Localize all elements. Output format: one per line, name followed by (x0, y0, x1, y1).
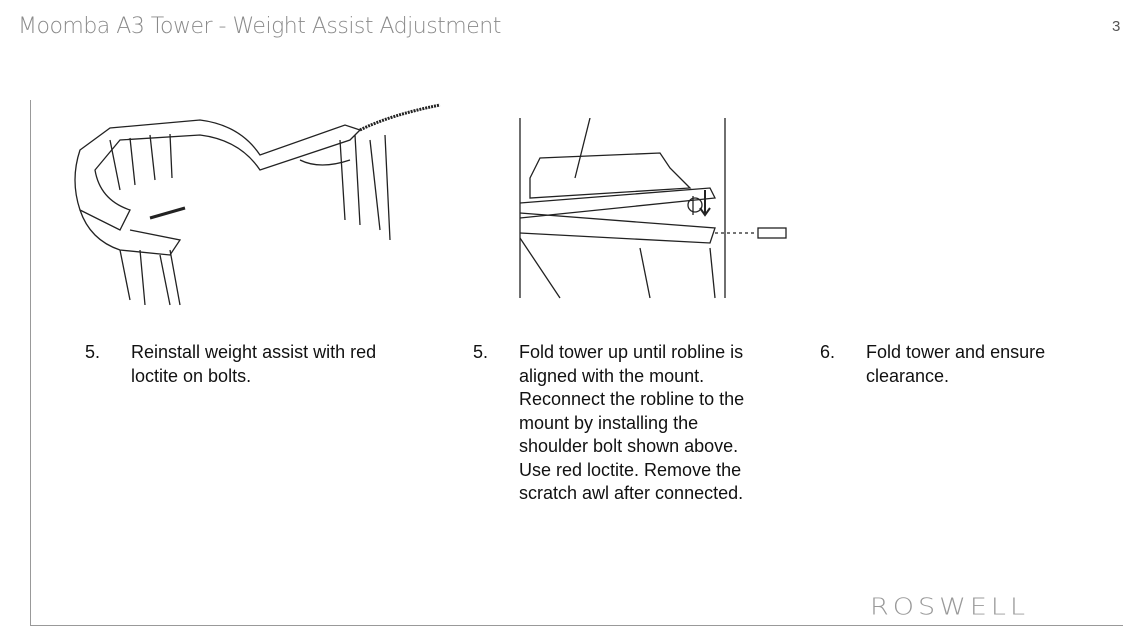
step-line: Fold tower up until robline is (519, 342, 744, 362)
left-border (30, 100, 31, 626)
step-text: Fold tower and ensure clearance. (866, 341, 1045, 388)
step-line: scratch awl after connected. (519, 483, 744, 503)
roswell-logo: ROSWELL (870, 594, 1029, 621)
page-number: 3 (1112, 18, 1121, 35)
tower-diagram-illustration (74, 103, 441, 306)
step-line: Reinstall weight assist with red (131, 342, 377, 362)
step-number: 6. (820, 342, 836, 362)
step-line: shoulder bolt shown above. (519, 436, 739, 456)
step-line: aligned with the mount. (519, 365, 705, 386)
step-number: 5. (85, 342, 101, 362)
bottom-border (30, 625, 1123, 626)
step-line: Reconnect the robline to the (519, 389, 745, 409)
step-line: Fold tower and ensure (866, 342, 1046, 362)
step-number: 5. (473, 342, 489, 362)
step-line: loctite on bolts. (131, 365, 252, 386)
page-title: Moomba A3 Tower - Weight Assist Adjustme… (18, 14, 501, 39)
step-line: clearance. (866, 365, 950, 386)
step-line: mount by installing the (519, 412, 699, 433)
step-line: Use red loctite. Remove the (519, 459, 742, 480)
mount-detail-illustration (519, 118, 787, 299)
step-text: Reinstall weight assist with red loctite… (131, 341, 376, 388)
step-text: Fold tower up until robline is aligned w… (519, 341, 744, 506)
